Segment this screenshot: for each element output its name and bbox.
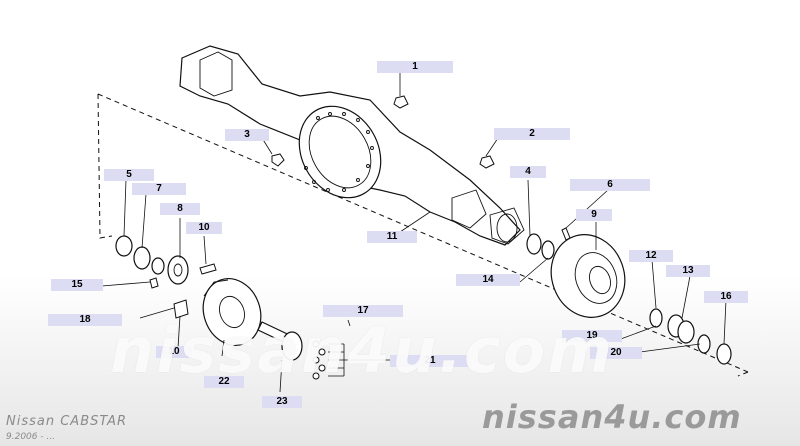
callout-1-number: 1 xyxy=(412,61,418,72)
spacer-12 xyxy=(649,308,663,328)
callout-4-number: 4 xyxy=(525,166,531,177)
bolts-21[interactable] xyxy=(312,340,326,380)
callout-14-number: 14 xyxy=(482,274,494,285)
axle-housing[interactable] xyxy=(179,45,525,246)
hub-bolt-15 xyxy=(149,277,159,289)
bracket-21 xyxy=(328,343,400,377)
callout-15[interactable]: 15 xyxy=(51,279,103,291)
callout-22[interactable]: 22 xyxy=(204,376,244,388)
callout-21[interactable]: 21 xyxy=(390,355,470,367)
plug-3 xyxy=(271,153,285,167)
callout-4[interactable]: 4 xyxy=(510,166,546,178)
callout-7[interactable]: 7 xyxy=(132,183,186,195)
bearing-13b xyxy=(677,320,695,344)
callout-21-number: 21 xyxy=(424,355,436,366)
callout-19-number: 19 xyxy=(586,330,598,341)
callout-10a[interactable]: 10 xyxy=(186,222,222,234)
callout-16[interactable]: 16 xyxy=(704,291,748,303)
brake-drum-9[interactable] xyxy=(540,224,636,328)
callout-12-number: 12 xyxy=(645,250,657,261)
callout-6-number: 6 xyxy=(607,179,613,190)
axle-shaft-23[interactable] xyxy=(257,321,303,361)
callout-12[interactable]: 12 xyxy=(629,250,673,262)
callout-15-number: 15 xyxy=(71,279,83,290)
callout-5[interactable]: 5 xyxy=(104,169,154,181)
callout-1[interactable]: 1 xyxy=(377,61,453,73)
hub-8[interactable] xyxy=(167,255,189,285)
breather-nut-1 xyxy=(393,95,409,109)
callout-18[interactable]: 18 xyxy=(48,314,122,326)
callout-13-number: 13 xyxy=(682,265,694,276)
oil-seal-5 xyxy=(115,235,133,257)
callout-11[interactable]: 11 xyxy=(367,231,417,243)
callout-3-number: 3 xyxy=(244,129,250,140)
wheel-hub-22[interactable] xyxy=(194,270,270,353)
callout-22-number: 22 xyxy=(218,376,230,387)
callout-11-number: 11 xyxy=(386,231,398,242)
callout-20-number: 20 xyxy=(610,347,622,358)
callout-9-number: 9 xyxy=(591,209,597,220)
callout-18-number: 18 xyxy=(79,314,91,325)
bearing-14 xyxy=(541,240,555,260)
assembly-boundary xyxy=(97,93,749,373)
oil-seal-4 xyxy=(526,233,542,255)
callout-10b-number: 10 xyxy=(168,346,180,357)
plug-2 xyxy=(479,155,495,169)
footer-production-date: 9.2006 - ... xyxy=(6,432,56,442)
callout-2[interactable]: 2 xyxy=(494,128,570,140)
footer-brand-logo: nissan4u.com xyxy=(482,398,742,436)
callout-17-number: 17 xyxy=(357,305,369,316)
callout-20[interactable]: 20 xyxy=(590,347,642,359)
callout-6[interactable]: 6 xyxy=(570,179,650,191)
callout-16-number: 16 xyxy=(720,291,732,302)
watermark-text: nissan4u.com xyxy=(110,314,614,387)
footer-model-name: Nissan CABSTAR xyxy=(6,414,128,429)
race-7b xyxy=(151,257,165,275)
callout-23[interactable]: 23 xyxy=(262,396,302,408)
callout-9[interactable]: 9 xyxy=(576,209,612,221)
callout-10a-number: 10 xyxy=(198,222,210,233)
nut-16 xyxy=(716,343,732,365)
bearing-7 xyxy=(133,246,151,270)
callout-2-number: 2 xyxy=(529,128,535,139)
callout-19[interactable]: 19 xyxy=(562,330,622,342)
callout-13[interactable]: 13 xyxy=(666,265,710,277)
callout-7-number: 7 xyxy=(156,183,162,194)
callout-3[interactable]: 3 xyxy=(225,129,269,141)
callout-17[interactable]: 17 xyxy=(323,305,403,317)
callout-8[interactable]: 8 xyxy=(160,203,200,215)
callout-23-number: 23 xyxy=(276,396,288,407)
leader-lines xyxy=(101,72,727,393)
callout-8-number: 8 xyxy=(177,203,183,214)
callout-14[interactable]: 14 xyxy=(456,274,520,286)
hub-bolt-10a xyxy=(199,263,217,275)
hub-bolt-10b xyxy=(173,299,189,319)
callout-5-number: 5 xyxy=(126,169,132,180)
assembly-boundary-lower xyxy=(737,371,749,377)
callout-10b[interactable]: 10 xyxy=(156,346,192,358)
